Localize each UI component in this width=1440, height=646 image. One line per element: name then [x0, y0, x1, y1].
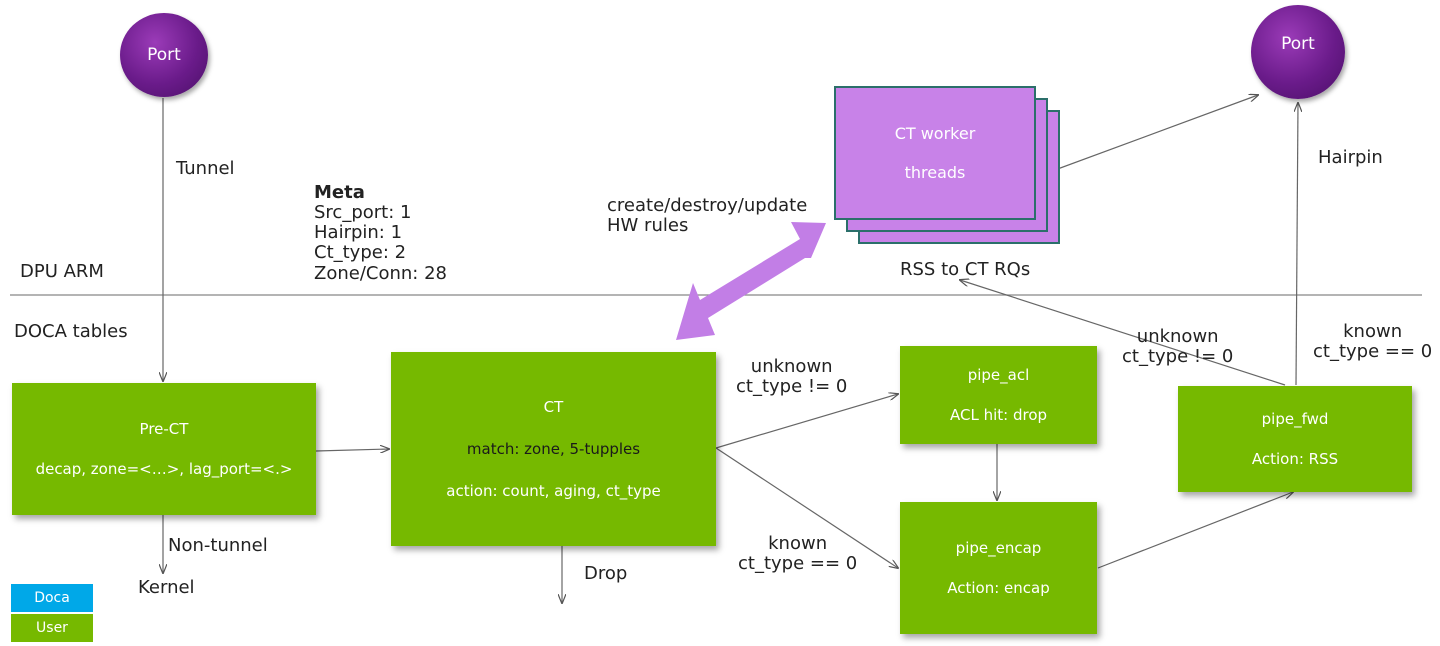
pre-ct-box: Pre-CT decap, zone=<…>, lag_port=<.>: [12, 383, 316, 515]
ct-action: action: count, aging, ct_type: [446, 482, 661, 500]
ct-match: match: zone, 5-tupples: [466, 440, 641, 458]
edge-fwd-to-rss: [960, 280, 1286, 386]
meta-block: Meta Src_port: 1 Hairpin: 1 Ct_type: 2 Z…: [314, 182, 447, 284]
ct-title: CT: [543, 398, 564, 416]
edge-label-kernel: Kernel: [138, 577, 195, 598]
edge-fwd-to-port: [1296, 103, 1298, 386]
port-right: Port: [1251, 5, 1345, 99]
edge-label-line: ct_type == 0: [738, 553, 858, 575]
edge-label-tunnel: Tunnel: [176, 158, 235, 179]
edge-label-non-tunnel: Non-tunnel: [168, 535, 268, 556]
meta-line: Ct_type: 2: [314, 242, 407, 264]
meta-line: Zone/Conn: 28: [314, 262, 447, 284]
meta-title: Meta: [314, 182, 365, 203]
edge-encap-to-fwd: [1097, 492, 1293, 569]
hw-rules-label: create/destroy/update HW rules: [607, 195, 808, 237]
hw-rules-line1: create/destroy/update: [607, 195, 808, 216]
pipe-fwd-title: pipe_fwd: [1261, 410, 1329, 428]
edge-label-fwd-known: known ct_type == 0: [1313, 321, 1433, 363]
pipe-fwd-detail: Action: RSS: [1251, 450, 1339, 468]
meta-line: Src_port: 1: [314, 202, 412, 224]
legend-doca: Doca: [11, 584, 93, 612]
edge-label-drop: Drop: [584, 563, 628, 584]
edge-label-line: unknown: [1136, 326, 1219, 347]
pipe-encap-detail: Action: encap: [947, 579, 1050, 597]
edge-label-line: ct_type != 0: [1122, 346, 1234, 368]
port-right-label: Port: [1281, 34, 1315, 54]
pipe-acl-detail: ACL hit: drop: [949, 406, 1048, 424]
pre-ct-title: Pre-CT: [139, 420, 189, 438]
worker-card-front: CT worker threads: [834, 86, 1036, 220]
pipe-fwd-box: pipe_fwd Action: RSS: [1178, 386, 1412, 492]
hw-rules-double-arrow: [676, 222, 826, 340]
pipe-acl-box: pipe_acl ACL hit: drop: [900, 346, 1097, 444]
pre-ct-detail: decap, zone=<…>, lag_port=<.>: [35, 460, 293, 478]
worker-caption: RSS to CT RQs: [900, 259, 1031, 280]
edge-pre-ct-to-ct: [315, 449, 389, 451]
edge-label-fwd-unknown: unknown ct_type != 0: [1122, 326, 1234, 368]
section-dpu-arm: DPU ARM: [20, 261, 104, 282]
section-doca-tables: DOCA tables: [14, 321, 128, 342]
edge-ct-to-pipe-encap: [715, 447, 898, 568]
edge-label-hairpin: Hairpin: [1318, 147, 1383, 168]
worker-title: CT worker: [894, 124, 976, 143]
edge-ct-to-pipe-acl: [715, 394, 898, 449]
worker-subtitle: threads: [904, 163, 966, 182]
port-left-label: Port: [147, 45, 181, 65]
pipe-acl-title: pipe_acl: [967, 366, 1030, 384]
edge-label-line: ct_type != 0: [736, 376, 848, 398]
pipe-encap-title: pipe_encap: [955, 539, 1042, 557]
port-left: Port: [120, 13, 208, 97]
edge-label-line: unknown: [750, 356, 833, 377]
edge-label-line: known: [1343, 321, 1403, 342]
pipe-encap-box: pipe_encap Action: encap: [900, 502, 1097, 634]
edge-label-ct-known: known ct_type == 0: [738, 533, 858, 575]
ct-box: CT match: zone, 5-tupples action: count,…: [391, 352, 716, 546]
edge-label-line: known: [768, 533, 828, 554]
edge-worker-to-port: [1043, 95, 1258, 175]
meta-line: Hairpin: 1: [314, 222, 403, 244]
edge-label-line: ct_type == 0: [1313, 341, 1433, 363]
edge-label-ct-unknown: unknown ct_type != 0: [736, 356, 848, 398]
hw-rules-line2: HW rules: [607, 215, 689, 237]
legend-user: User: [11, 614, 93, 642]
